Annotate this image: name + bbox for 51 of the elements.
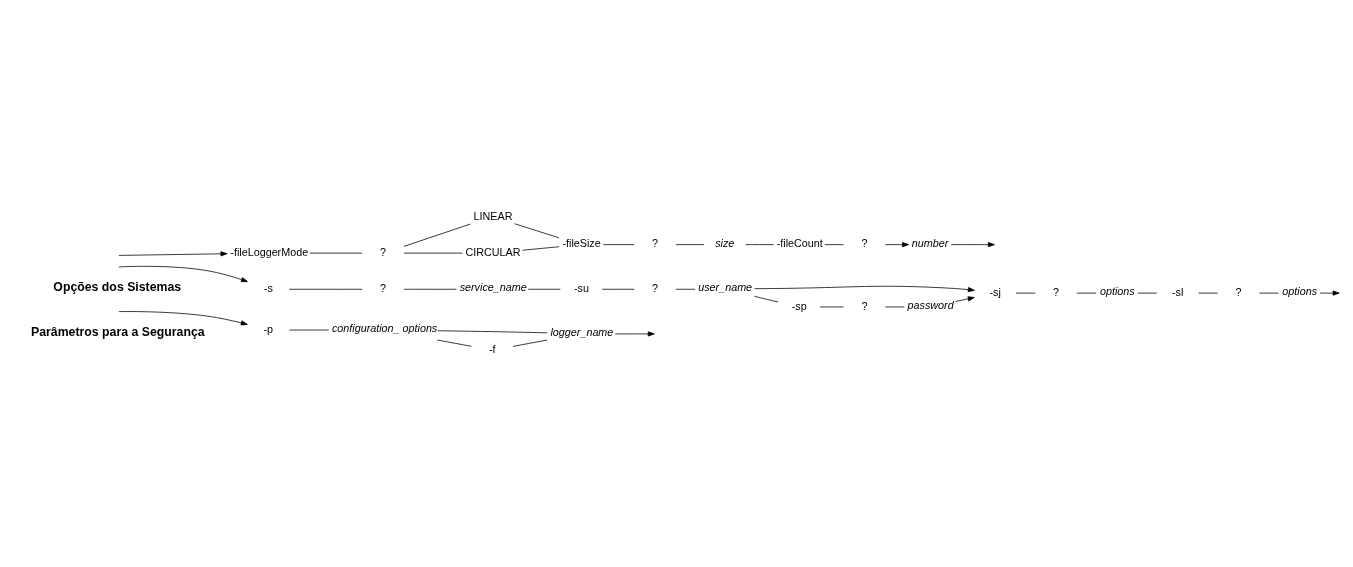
connector: [675, 244, 705, 246]
connector: [745, 244, 774, 246]
arrow: [118, 251, 228, 257]
node-text: password: [907, 299, 954, 312]
connector: [522, 246, 560, 251]
node-text: -s: [263, 282, 273, 295]
connector: [824, 244, 844, 246]
node-text: ?: [380, 245, 387, 258]
arrow: [1319, 290, 1340, 296]
connector: [437, 339, 472, 347]
arrow: [118, 265, 248, 283]
arrow: [614, 331, 655, 337]
node-text: ?: [652, 282, 659, 295]
node-text: ?: [861, 299, 868, 312]
node-text: LINEAR: [473, 209, 513, 222]
node-text: -fileCount: [776, 237, 823, 250]
connector: [403, 223, 471, 247]
connector: [512, 339, 548, 347]
node-text: -fileLoggerMode: [230, 245, 309, 258]
node-text: options: [1282, 285, 1318, 298]
node-text: -f: [488, 342, 496, 355]
node-text: user_name: [698, 281, 753, 294]
node-text: ?: [861, 237, 868, 250]
node-text: options: [1099, 285, 1135, 298]
node-text: number: [911, 236, 949, 249]
node-text: ?: [1235, 285, 1242, 298]
node-text: configuration_ options: [331, 322, 438, 335]
node-text: -sl: [1171, 285, 1184, 298]
arrow: [885, 242, 909, 248]
arrow: [950, 242, 995, 248]
node-text: ?: [652, 237, 659, 250]
label: Opções dos Sistemas: [53, 280, 182, 295]
node-text: CIRCULAR: [465, 245, 521, 258]
connector: [754, 295, 779, 303]
node-text: -sp: [791, 299, 807, 312]
node-text: -su: [573, 282, 589, 295]
node-text: ?: [380, 282, 387, 295]
arrow: [955, 296, 975, 302]
connector: [602, 244, 635, 246]
node-text: service_name: [459, 281, 527, 294]
node-text: -p: [263, 322, 274, 335]
arrow: [754, 285, 975, 293]
arrow: [118, 311, 248, 326]
node-text: size: [715, 236, 735, 249]
label: Parâmetros para a Segurança: [31, 325, 205, 340]
node-text: logger_name: [550, 325, 614, 338]
node-text: -sj: [989, 285, 1001, 298]
node-text: ?: [1053, 285, 1060, 298]
connector: [437, 330, 548, 334]
connector: [514, 223, 560, 239]
node-text: -fileSize: [562, 237, 601, 250]
